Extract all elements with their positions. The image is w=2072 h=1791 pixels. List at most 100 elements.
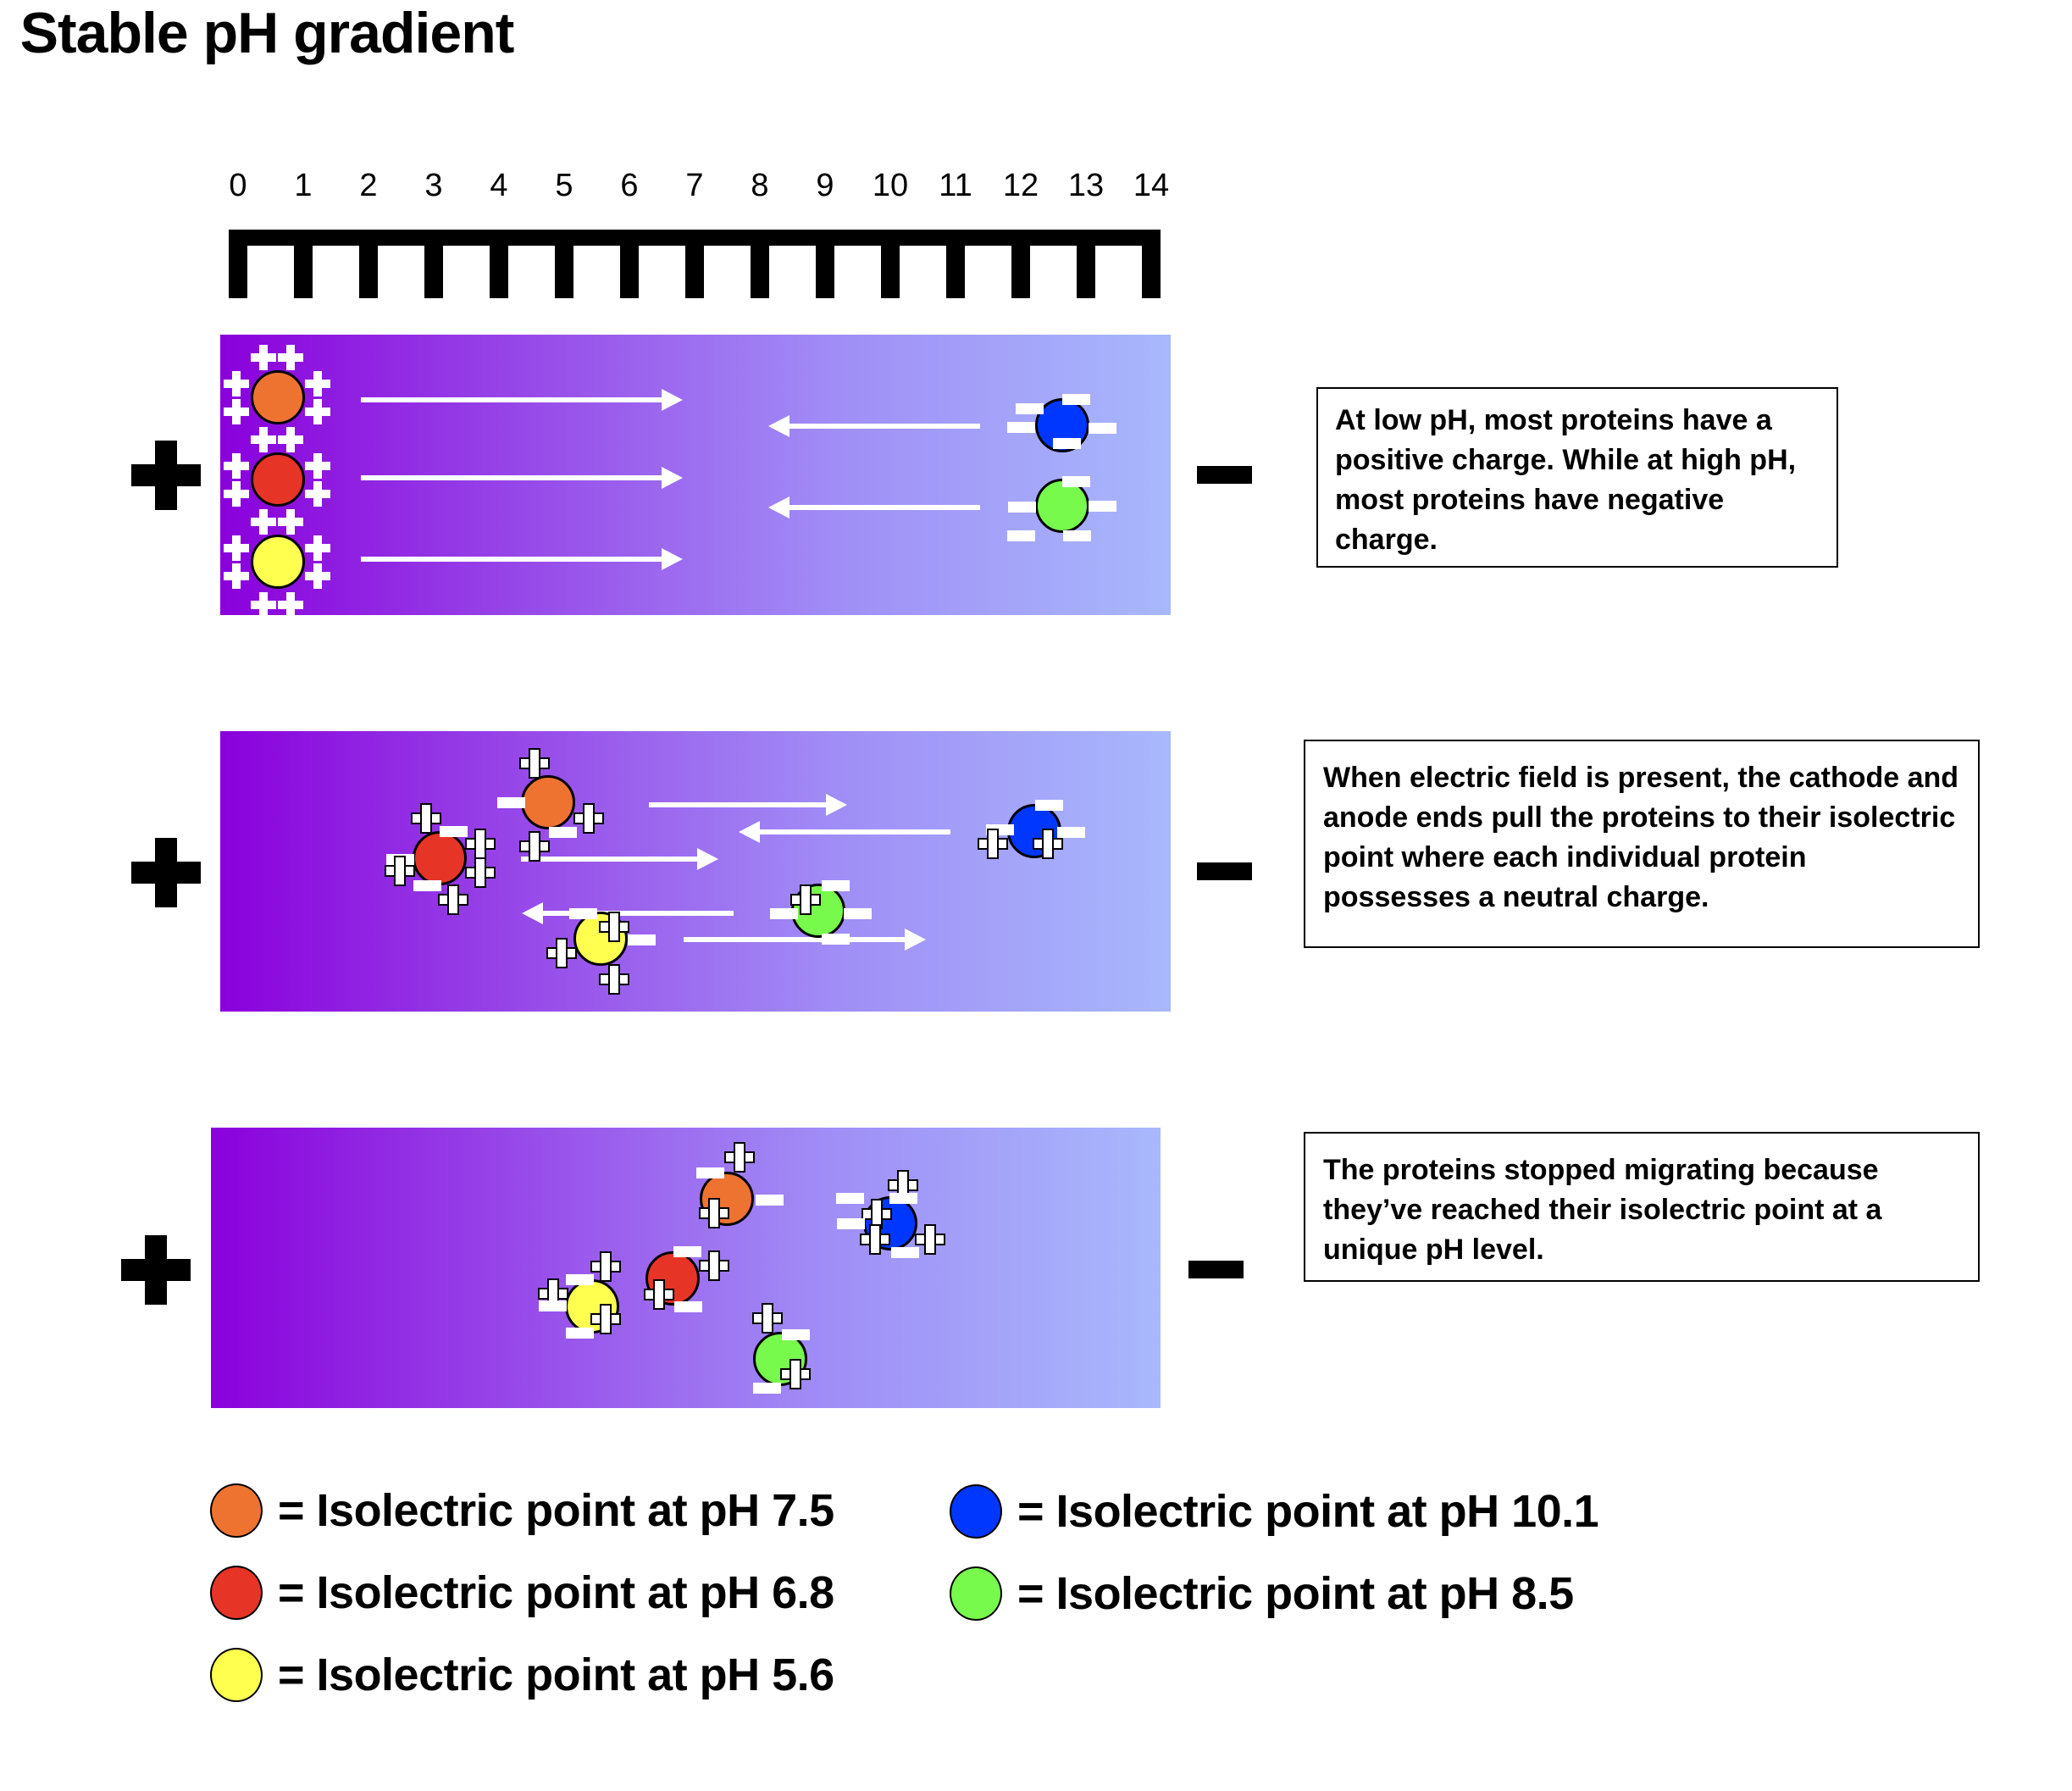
positive-charge-icon	[465, 829, 496, 859]
positive-charge-icon	[411, 803, 441, 834]
ph-tick-label: 4	[490, 168, 508, 203]
ph-tick-mark	[294, 230, 313, 298]
negative-charge-icon	[1089, 423, 1116, 434]
arrow-left-icon	[768, 496, 980, 518]
positive-charge-icon	[780, 1359, 811, 1389]
positive-charge-icon	[860, 1224, 890, 1255]
ph-tick-mark	[1077, 230, 1095, 298]
arrow-left-icon	[768, 415, 980, 437]
anode-plus-icon	[131, 838, 201, 907]
negative-charge-icon	[844, 908, 872, 919]
negative-charge-icon	[1057, 827, 1085, 838]
ph-tick-label: 13	[1067, 168, 1105, 203]
arrow-left-icon	[522, 902, 734, 924]
positive-charge-icon	[278, 592, 303, 618]
negative-charge-icon	[1053, 438, 1081, 449]
negative-charge-icon	[1062, 476, 1090, 487]
positive-charge-icon	[305, 481, 330, 507]
positive-charge-icon	[305, 453, 330, 479]
positive-charge-icon	[224, 371, 249, 396]
negative-charge-icon	[569, 908, 597, 919]
positive-charge-icon	[590, 1251, 621, 1282]
ph-tick-mark	[881, 230, 900, 298]
note-focused: The proteins stopped migrating because t…	[1304, 1132, 1980, 1282]
ph-tick-label: 7	[685, 168, 704, 203]
legend-swatch-orange	[210, 1483, 263, 1538]
negative-charge-icon	[566, 1274, 594, 1285]
negative-charge-icon	[889, 1193, 917, 1204]
legend-label: = Isolectric point at pH 8.5	[1017, 1568, 1574, 1619]
ph-tick-mark	[424, 230, 443, 298]
negative-charge-icon	[753, 1383, 781, 1394]
arrow-left-icon	[739, 821, 950, 843]
negative-charge-icon	[822, 880, 850, 891]
cathode-minus-icon	[1188, 1261, 1244, 1278]
positive-charge-icon	[305, 563, 330, 589]
note-initial: At low pH, most proteins have a positive…	[1316, 387, 1838, 568]
ph-tick-mark	[555, 230, 573, 298]
negative-charge-icon	[1008, 502, 1036, 513]
ph-tick-mark	[946, 230, 965, 298]
positive-charge-icon	[519, 831, 550, 862]
positive-charge-icon	[519, 748, 550, 779]
negative-charge-icon	[1062, 394, 1090, 405]
negative-charge-icon	[756, 1195, 784, 1206]
ph-tick-mark	[229, 230, 247, 298]
legend-label: = Isolectric point at pH 5.6	[278, 1650, 834, 1700]
protein-orange	[521, 775, 575, 829]
gel-strip-migrating	[220, 731, 1171, 1012]
legend-label: = Isolectric point at pH 7.5	[278, 1485, 834, 1536]
cathode-minus-icon	[1197, 862, 1252, 880]
positive-charge-icon	[546, 938, 577, 968]
negative-charge-icon	[1035, 800, 1063, 811]
legend-swatch-yellow	[210, 1648, 263, 1702]
ph-tick-label: 2	[359, 168, 378, 203]
arrow-right-icon	[649, 794, 847, 816]
positive-charge-icon	[251, 509, 276, 535]
ph-tick-label: 3	[424, 168, 443, 203]
negative-charge-icon	[837, 1218, 865, 1229]
positive-charge-icon	[385, 856, 415, 886]
positive-charge-icon	[724, 1142, 755, 1173]
ph-tick-mark	[1011, 230, 1030, 298]
positive-charge-icon	[644, 1279, 674, 1310]
positive-charge-icon	[915, 1224, 945, 1255]
ph-tick-mark	[620, 230, 639, 298]
negative-charge-icon	[1007, 422, 1035, 433]
legend-item-blue: = Isolectric point at pH 10.1	[950, 1483, 1599, 1539]
arrow-right-icon	[361, 467, 683, 489]
arrow-right-icon	[361, 548, 683, 570]
positive-charge-icon	[224, 535, 249, 561]
negative-charge-icon	[836, 1193, 864, 1204]
positive-charge-icon	[305, 371, 330, 396]
ph-tick-label: 5	[555, 168, 573, 203]
negative-charge-icon	[566, 1328, 594, 1339]
legend-swatch-red	[210, 1566, 263, 1620]
ph-tick-label: 12	[1002, 168, 1039, 203]
arrow-right-icon	[684, 929, 926, 951]
legend-label: = Isolectric point at pH 6.8	[278, 1567, 834, 1618]
anode-plus-icon	[131, 441, 201, 510]
protein-orange	[251, 370, 305, 424]
negative-charge-icon	[413, 880, 441, 891]
legend-item-orange: = Isolectric point at pH 7.5	[210, 1483, 834, 1539]
ph-tick-mark	[816, 230, 834, 298]
negative-charge-icon	[1089, 501, 1116, 512]
positive-charge-icon	[278, 509, 303, 535]
positive-charge-icon	[861, 1199, 892, 1229]
arrow-right-icon	[521, 848, 718, 870]
ph-tick-label: 10	[872, 168, 909, 203]
positive-charge-icon	[278, 427, 303, 452]
negative-charge-icon	[628, 934, 656, 945]
positive-charge-icon	[699, 1198, 729, 1228]
ph-tick-mark	[490, 230, 508, 298]
positive-charge-icon	[224, 399, 249, 424]
ph-tick-mark	[1142, 230, 1161, 298]
legend-item-red: = Isolectric point at pH 6.8	[210, 1565, 834, 1621]
positive-charge-icon	[978, 829, 1008, 859]
ph-tick-label: 14	[1133, 168, 1170, 203]
legend-label: = Isolectric point at pH 10.1	[1017, 1486, 1599, 1537]
negative-charge-icon	[770, 908, 798, 919]
protein-yellow	[251, 535, 305, 589]
ph-tick-mark	[359, 230, 378, 298]
